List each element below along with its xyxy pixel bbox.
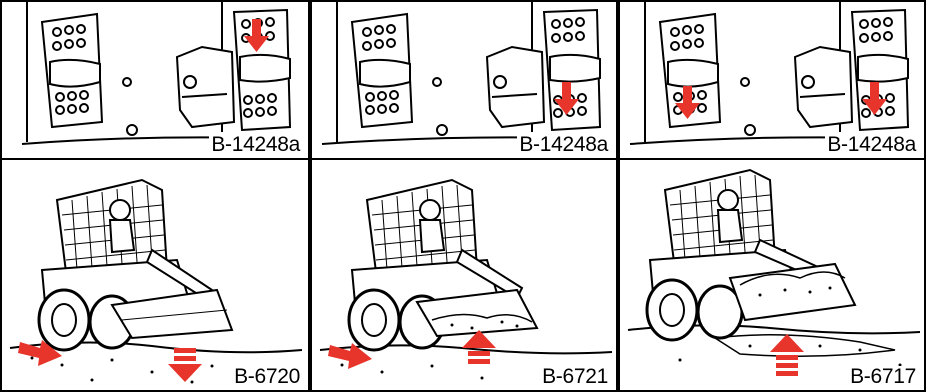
figure-code: B-6720: [232, 366, 302, 388]
figure-code: B-6717: [848, 366, 918, 388]
skid-steer-loader-icon: [312, 160, 618, 392]
step-column-1: B-14248a: [0, 0, 310, 392]
figure-code: B-14248a: [209, 134, 302, 156]
control-diagram-panel-3: B-14248a: [618, 0, 926, 160]
figure-code: B-14248a: [517, 134, 610, 156]
loader-scene-panel-3: B-6717: [618, 158, 926, 392]
step-column-2: B-14248a: [310, 0, 618, 392]
control-diagram-panel-2: B-14248a: [310, 0, 618, 160]
step-column-3: B-14248a: [618, 0, 926, 392]
skid-steer-loader-icon: [2, 160, 310, 392]
skid-steer-loader-icon: [620, 160, 926, 392]
control-diagram-panel-1: B-14248a: [0, 0, 310, 160]
figure-code: B-14248a: [825, 134, 918, 156]
loader-scene-panel-2: B-6721: [310, 158, 618, 392]
arrow-up-icon: [462, 330, 496, 364]
arrow-down-icon: [168, 348, 202, 382]
figure-code: B-6721: [540, 366, 610, 388]
loader-scene-panel-1: B-6720: [0, 158, 310, 392]
